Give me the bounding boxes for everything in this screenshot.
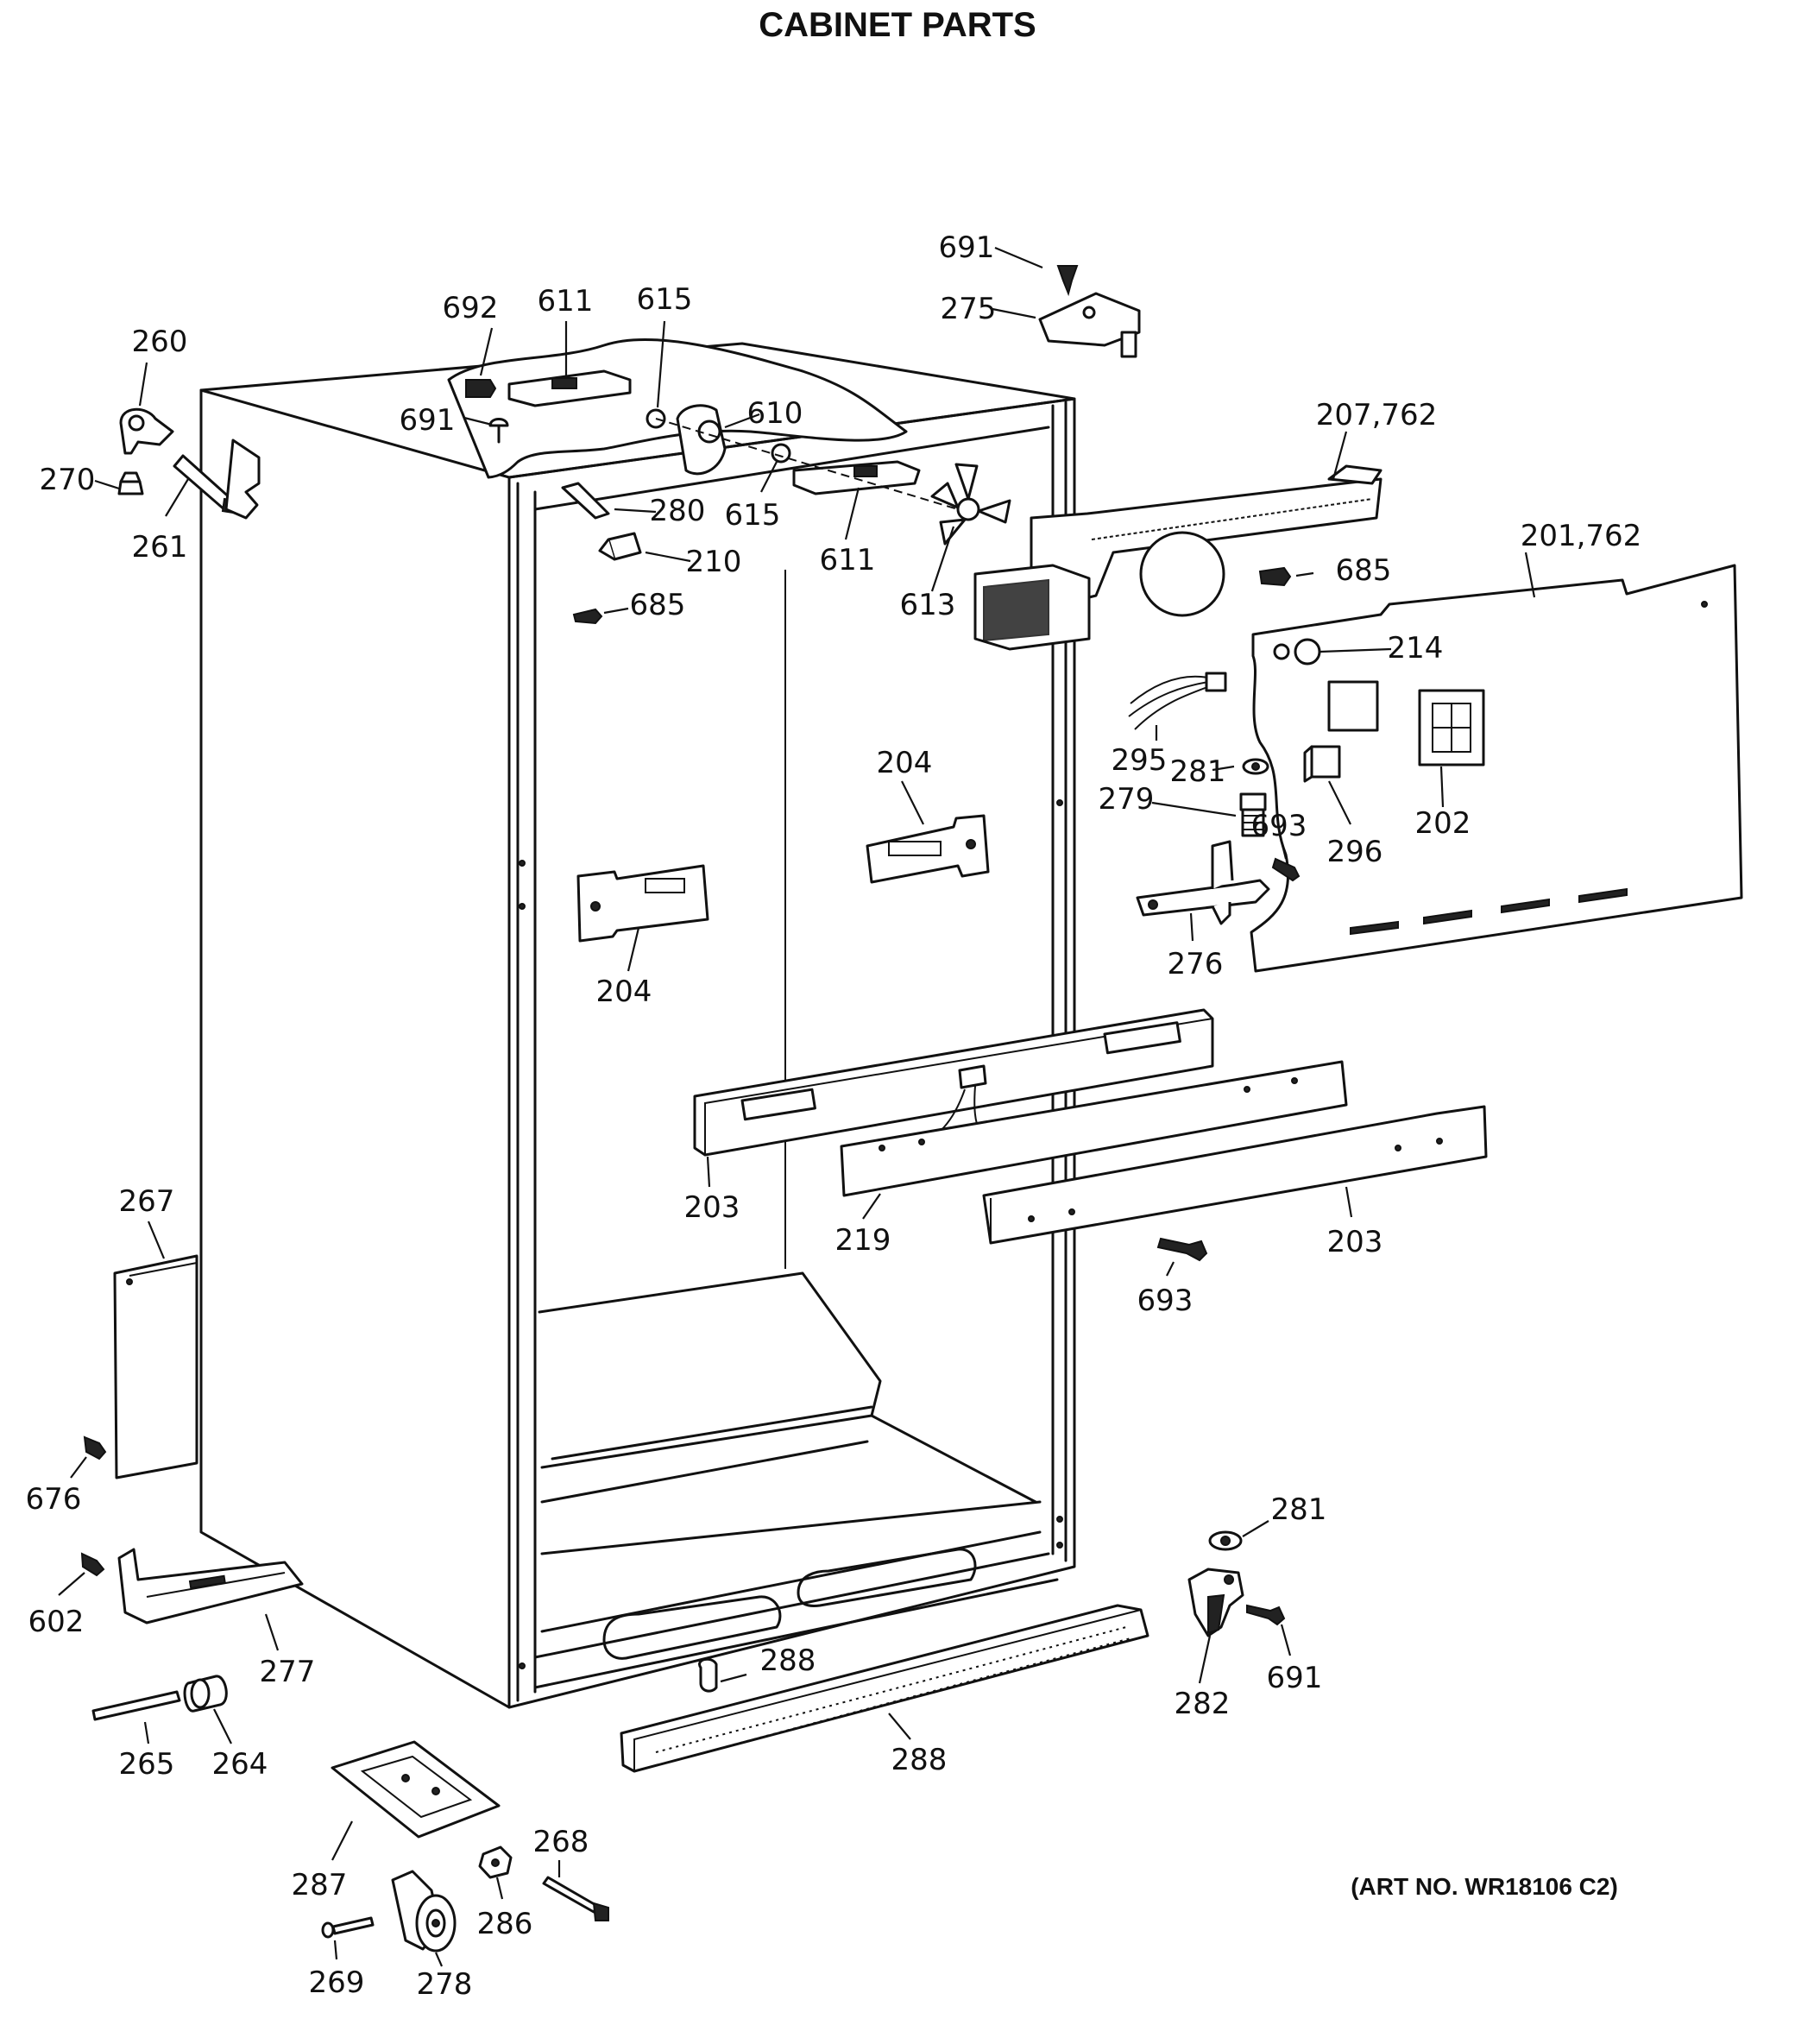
leveling-screw-part-268 [542,1876,609,1921]
callout-207-762: 207,762 [1316,398,1438,432]
callout-214: 214 [1388,631,1444,666]
pin-part-269 [321,1916,375,1939]
callout-288-grille: 288 [891,1743,948,1777]
switch-part-296 [1303,745,1341,783]
callout-260: 260 [132,325,188,359]
diagram-title: CABINET PARTS [759,6,1036,44]
callout-269: 269 [309,1965,365,2000]
screw-part-691-mid [488,418,509,444]
clip-part-288-small [698,1657,718,1693]
callout-203-left: 203 [684,1190,740,1225]
callout-685-left: 685 [630,588,686,622]
callout-691-low: 691 [1267,1661,1323,1695]
light-shield-part-280 [561,482,610,520]
screw-part-693-low [1156,1237,1208,1262]
callout-692: 692 [443,291,499,325]
grommet-part-214 [1294,638,1321,666]
callout-261: 261 [132,530,188,565]
screw-part-602 [80,1552,105,1577]
callout-288-small: 288 [760,1643,816,1678]
callout-281-low: 281 [1271,1492,1327,1527]
center-hinge-part-276 [1136,840,1270,925]
screw-part-692 [465,379,497,398]
mullion-part-203-lower [982,1105,1488,1245]
evaporator-back-panel-part-201 [1250,564,1743,973]
callout-275: 275 [941,292,997,326]
roller-plate-part-287 [331,1740,501,1839]
leveling-bracket-part-277 [117,1548,304,1624]
callout-613: 613 [900,588,956,622]
evaporator-cover-part-207 [973,464,1382,651]
callout-602: 602 [28,1605,85,1639]
callout-264: 264 [212,1747,268,1782]
callout-611-top: 611 [538,284,594,319]
light-socket-part-279 [1239,792,1267,837]
roller-part-264 [183,1675,228,1713]
spacer-part-615-mid [771,443,791,464]
callout-203-right: 203 [1327,1225,1383,1259]
callout-270: 270 [40,463,96,497]
nut-part-286 [478,1845,513,1879]
callout-296: 296 [1327,835,1383,869]
screw-part-691-top [1056,265,1079,297]
callout-202: 202 [1415,806,1471,841]
base-grille-part-288 [620,1604,1149,1773]
washer-part-281-mid [1242,758,1269,775]
screw-part-676 [83,1435,107,1460]
callout-615-top: 615 [637,282,693,317]
callout-693-low: 693 [1137,1284,1194,1318]
roller-assembly-part-278 [391,1870,457,1953]
hinge-cover-cutout [224,438,261,520]
callout-286: 286 [477,1907,533,1941]
callout-611-mid: 611 [820,543,876,577]
screw-part-685-right [1258,566,1292,587]
callout-691-top: 691 [939,230,995,265]
callout-691-mid: 691 [400,403,456,438]
top-hinge-part-275 [1038,292,1141,358]
art-number: (ART NO. WR18106 C2) [1351,1873,1618,1900]
screw-part-691-low [1246,1604,1286,1626]
callout-281-mid: 281 [1170,754,1226,789]
hinge-pin-bracket-part-260 [119,407,174,455]
fan-blade-part-613 [930,463,1011,546]
callout-219: 219 [835,1223,891,1258]
callout-685-right: 685 [1336,553,1392,588]
callout-610: 610 [747,396,803,431]
callout-279: 279 [1099,782,1155,817]
callout-204-right: 204 [877,746,933,780]
bottom-hinge-part-282 [1187,1568,1244,1637]
washer-part-281-low [1208,1530,1243,1551]
callout-287: 287 [292,1868,348,1902]
plug-part-210 [598,532,642,561]
fan-motor-part-610 [676,404,727,476]
callout-210: 210 [686,545,742,579]
callout-295: 295 [1112,743,1168,778]
callout-265: 265 [119,1747,175,1782]
bracket-part-611-top [507,369,632,407]
callout-615-mid: 615 [725,498,781,533]
roller-axle-part-265 [91,1690,181,1721]
screw-part-693-mid [1271,857,1301,882]
side-panel-part-267 [113,1254,198,1479]
callout-280: 280 [650,494,706,528]
callout-276: 276 [1168,947,1224,981]
heater-part-219 [840,1060,1348,1197]
callout-693-mid: 693 [1251,809,1307,843]
screw-part-685-left [572,608,603,625]
wire-harness-part-295 [1128,672,1227,730]
bracket-part-611-mid [792,460,921,495]
mullion-part-203-upper [693,1008,1214,1157]
callout-268: 268 [533,1825,589,1859]
callout-204-left: 204 [596,975,652,1009]
bumper-part-270 [117,471,144,495]
callout-201-762: 201,762 [1521,519,1642,553]
shelf-bracket-part-204-right [866,814,990,884]
callout-277: 277 [260,1655,316,1689]
callout-282: 282 [1175,1687,1231,1721]
shelf-bracket-part-204-left [576,864,709,943]
callout-267: 267 [119,1184,175,1219]
callout-676: 676 [26,1482,82,1517]
callout-278: 278 [417,1967,473,2002]
